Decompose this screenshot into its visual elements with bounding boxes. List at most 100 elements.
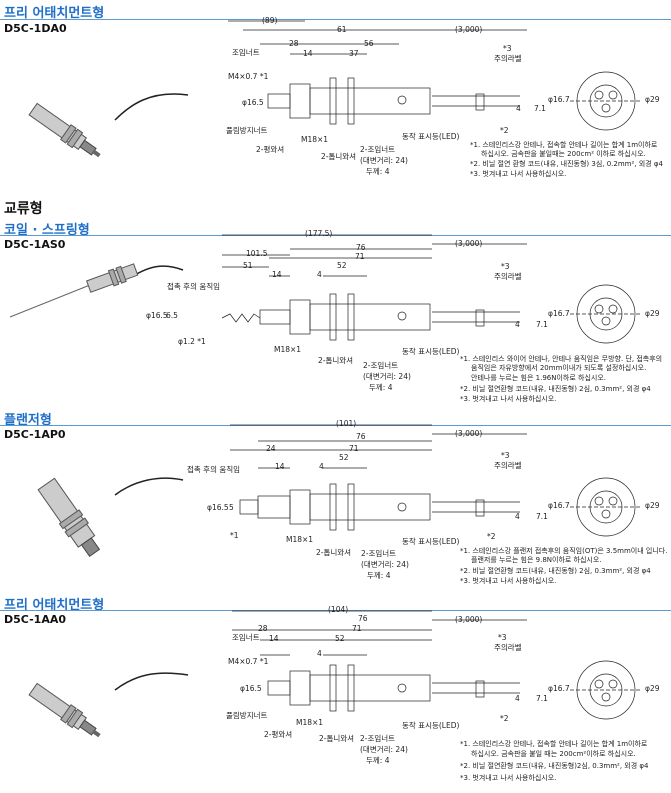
model-name: D5C-1DA0: [4, 22, 67, 35]
nut-spec1: (대변거리: 24): [360, 156, 408, 165]
dim-37: 37: [349, 49, 359, 58]
section-divider: [0, 235, 671, 236]
note-line: *3. 벗겨내고 나서 사용하십시오.: [460, 577, 557, 585]
model-name: D5C-1AA0: [4, 613, 67, 626]
dim-4: 4: [317, 270, 322, 279]
dim-14: 14: [275, 462, 285, 471]
star2-label: *2: [500, 126, 509, 135]
end-dia-label: φ29: [645, 309, 660, 318]
dim-71: 71: [352, 624, 362, 633]
section-title: 플랜저형: [4, 413, 52, 428]
caution-label: 주의라벨: [494, 643, 522, 652]
lock-nut-label: 조임너트: [232, 633, 260, 642]
washer-label: 2-평와셔: [256, 145, 285, 154]
d71-label: 7.1: [534, 104, 546, 113]
led-label: 동작 표시등(LED): [402, 537, 460, 546]
note-line: 움직임은 자유방향에서 20mm이내가 되도록 설정하십시오.: [471, 364, 647, 372]
star2-label: *2: [500, 714, 509, 723]
product-photo: [28, 672, 189, 738]
dia-right-label: φ16.7: [548, 309, 570, 318]
group-heading: 교류형: [4, 201, 43, 217]
tooth-washer-label: 2-톱니와셔: [316, 548, 352, 557]
dim-56: 56: [364, 39, 374, 48]
d4-label: 4: [515, 694, 520, 703]
note-line: 하십시오. 금속판을 붙일때는 200cm² 이하로 하십시오.: [481, 150, 646, 158]
screw-label: M4×0.7 *1: [228, 657, 269, 666]
dim-52: 52: [337, 261, 347, 270]
note-mark: *3: [498, 633, 507, 642]
dim-total: (89): [262, 16, 278, 25]
section-title: 프리 어태치먼트형: [4, 6, 105, 21]
note-line: 플랜저를 누르는 힘은 9.8N이하로 하십시오.: [471, 556, 602, 564]
dim-cable: (3,000): [455, 429, 483, 438]
product-photo: [9, 263, 184, 318]
dia-left-label: φ16.5: [242, 98, 264, 107]
contact-label: 접촉 후의 움직임: [187, 465, 241, 474]
note-line: *2. 비닐 절연환형 코드(내유, 내진동형)2심, 0.3mm², 외경 φ…: [460, 762, 649, 770]
note-line: *2. 비닐 절연환형 코드(내유, 내진동형) 2심, 0.3mm², 외경 …: [460, 567, 651, 575]
caution-label: 주의라벨: [494, 461, 522, 470]
star2-label: *2: [487, 532, 496, 541]
washer-label: 2-평와셔: [264, 730, 293, 739]
d65-label: 6.5: [166, 311, 178, 320]
d71-label: 7.1: [536, 512, 548, 521]
nut2-label: 2-조임너트: [361, 549, 397, 558]
end-dia-label: φ29: [645, 684, 660, 693]
product-photo: [28, 93, 189, 158]
d4-label: 4: [515, 512, 520, 521]
dim-24: 24: [266, 444, 276, 453]
section-divider: [0, 425, 671, 426]
note-line: 안테나를 누르는 힘은 1.96N이하로 하십시오.: [471, 374, 606, 382]
contact-label: 접촉 후의 움직임: [167, 282, 221, 291]
model-name: D5C-1AP0: [4, 428, 66, 441]
nut2-label: 2-조임너트: [363, 361, 399, 370]
dia-left-label: φ16.5: [240, 684, 262, 693]
dia-left-label: φ16.5: [207, 503, 229, 512]
dim-cable: (3,000): [455, 25, 483, 34]
dim-52: 52: [335, 634, 345, 643]
dim-14: 14: [303, 49, 313, 58]
end-dia-label: φ29: [645, 95, 660, 104]
note-line: *3. 벗겨내고 나서 사용하십시오.: [460, 774, 557, 782]
screw-label: M4×0.7 *1: [228, 72, 269, 81]
note-line: *1. 스테인리스강 플랜저 접촉후의 움직임(OT)은 3.5mm이내 입니다…: [460, 547, 668, 555]
dim-total: (177.5): [305, 229, 333, 238]
section-divider: [0, 19, 671, 20]
dim-total: (101): [336, 419, 357, 428]
note-line: *1. 스테인리스 와이어 안테나, 안테나 움직임은 무방향. 단, 접촉후의: [460, 355, 663, 363]
led-label: 동작 표시등(LED): [402, 347, 460, 356]
product-photo: [37, 477, 184, 557]
note-line: *1. 스테인리스강 안테나, 접속할 안테나 길이는 합계 1m이하로: [460, 740, 648, 748]
nut-spec2: 두께: 4: [367, 571, 391, 580]
nut2-label: 2-조임너트: [360, 145, 396, 154]
dim-4: 4: [319, 462, 324, 471]
d4-label: 4: [515, 320, 520, 329]
dim-76: 76: [356, 432, 366, 441]
model-name: D5C-1AS0: [4, 238, 66, 251]
nut-spec2: 두께: 4: [366, 756, 390, 765]
dia-left-label: φ16.5: [146, 311, 168, 320]
star1-label: *1: [230, 531, 239, 540]
d71-label: 7.1: [536, 694, 548, 703]
nut-spec1: (대변거리: 24): [361, 560, 409, 569]
dim-cable: (3,000): [455, 615, 483, 624]
note-line: *1. 스테인리스강 안테나, 접속할 안테나 길이는 합계 1m이하로: [470, 141, 658, 149]
tooth-washer-label: 2-톱니와셔: [321, 152, 357, 161]
section-title: 코일 · 스프링형: [4, 223, 90, 238]
thread-label: M18×1: [301, 135, 329, 144]
nut-spec2: 두께: 4: [366, 167, 390, 176]
dim-4: 4: [317, 649, 322, 658]
note-line: *2. 비닐 절연 환형 코드(내유, 내진동형) 3심, 0.2mm², 외경…: [470, 160, 663, 168]
dia-right-label: φ16.7: [548, 95, 570, 104]
dim-length: 61: [337, 25, 347, 34]
end-dia-label: φ29: [645, 501, 660, 510]
dim-28: 28: [289, 39, 299, 48]
led-label: 동작 표시등(LED): [402, 132, 460, 141]
fasten-nut-label: 풀림방지너트: [226, 126, 268, 135]
dim-14: 14: [272, 270, 282, 279]
nut-spec2: 두께: 4: [369, 383, 393, 392]
fasten-nut-label: 풀림방지너트: [226, 711, 268, 720]
thread-label: M18×1: [274, 345, 302, 354]
